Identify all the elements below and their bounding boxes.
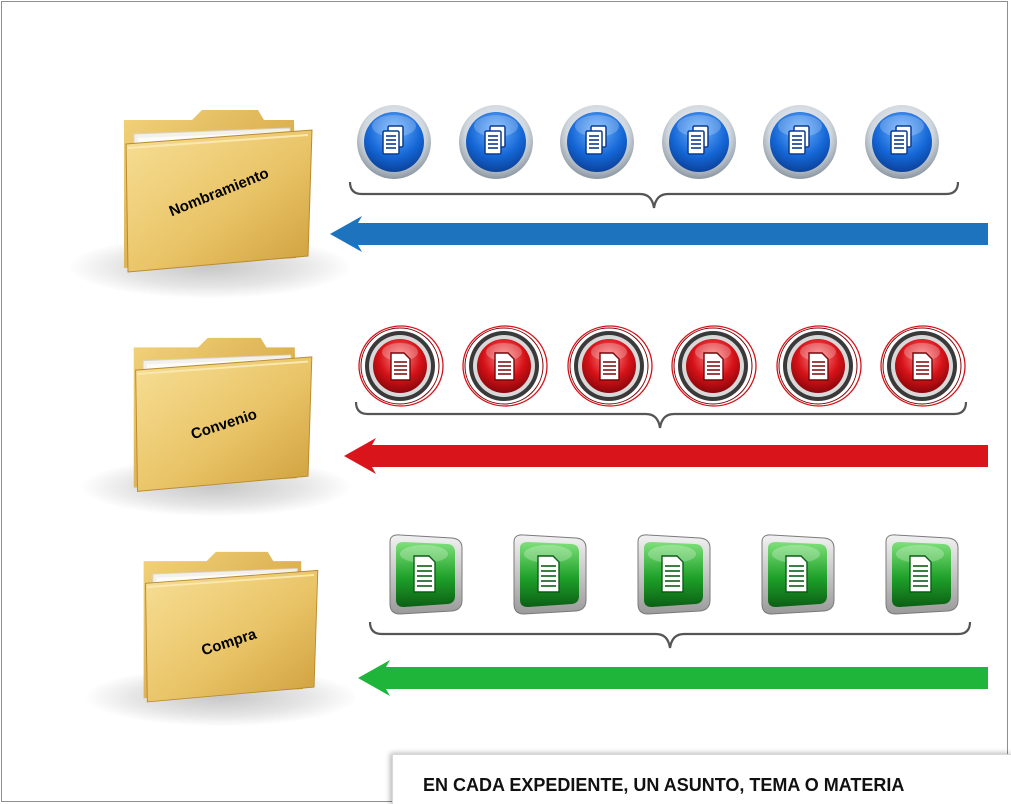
document-icon bbox=[880, 325, 966, 407]
curly-brace bbox=[368, 621, 972, 649]
document-icon bbox=[661, 105, 736, 179]
document-icon bbox=[357, 105, 431, 179]
document-icon bbox=[513, 534, 587, 615]
document-icons-row bbox=[358, 324, 966, 408]
document-icon bbox=[462, 325, 549, 407]
curly-brace bbox=[354, 401, 968, 429]
document-icon bbox=[567, 325, 653, 407]
document-icons-row bbox=[382, 532, 962, 616]
group-convenio: Convenio bbox=[0, 300, 1009, 528]
group-compra: Compra bbox=[0, 528, 1009, 750]
document-icons-row bbox=[356, 104, 940, 180]
document-icon bbox=[885, 534, 959, 615]
document-icon bbox=[775, 325, 862, 407]
document-icon bbox=[671, 325, 757, 407]
document-icon bbox=[864, 105, 939, 179]
caption-box: EN CADA EXPEDIENTE, UN ASUNTO, TEMA O MA… bbox=[392, 754, 1011, 804]
curly-brace bbox=[348, 181, 960, 209]
arrow-left-icon bbox=[344, 438, 988, 474]
caption-text: EN CADA EXPEDIENTE, UN ASUNTO, TEMA O MA… bbox=[423, 775, 905, 795]
group-nombramiento: Nombramiento bbox=[0, 0, 1009, 300]
folder-icon: Nombramiento bbox=[70, 108, 350, 298]
folder-icon: Compra bbox=[86, 550, 356, 726]
document-icon bbox=[637, 534, 711, 615]
document-icon bbox=[389, 534, 463, 615]
folder-icon: Convenio bbox=[82, 336, 350, 516]
document-icon bbox=[761, 534, 835, 615]
arrow-left-icon bbox=[358, 660, 988, 696]
document-icon bbox=[458, 105, 533, 179]
document-icon bbox=[763, 105, 838, 179]
arrow-left-icon bbox=[330, 216, 988, 252]
document-icon bbox=[560, 105, 635, 179]
document-icon bbox=[358, 325, 444, 407]
